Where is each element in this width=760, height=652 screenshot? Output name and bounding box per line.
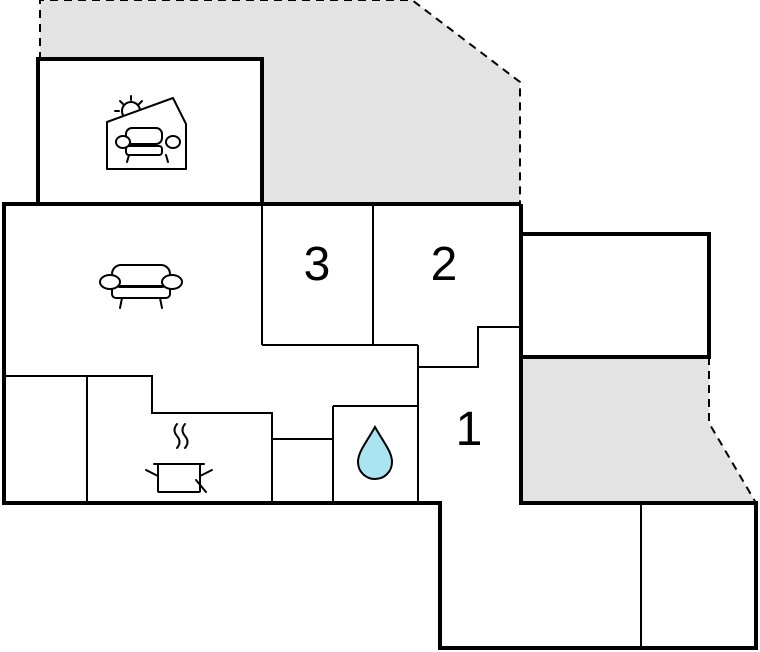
sofa-icon bbox=[99, 264, 183, 309]
main-house-walls bbox=[2, 202, 758, 650]
room-number-1: 1 bbox=[456, 403, 483, 456]
room-number-3: 3 bbox=[304, 238, 331, 291]
annex-walls bbox=[519, 232, 711, 359]
exterior-walls bbox=[2, 57, 758, 650]
terrace-top bbox=[39, 0, 521, 204]
water-drop-icon bbox=[356, 424, 394, 481]
terrace-right bbox=[521, 357, 757, 504]
cooking-pot-icon bbox=[145, 423, 213, 493]
sun-room-sofa-icon bbox=[106, 95, 187, 170]
interior-walls bbox=[4, 204, 642, 648]
room-number-2: 2 bbox=[431, 238, 458, 291]
